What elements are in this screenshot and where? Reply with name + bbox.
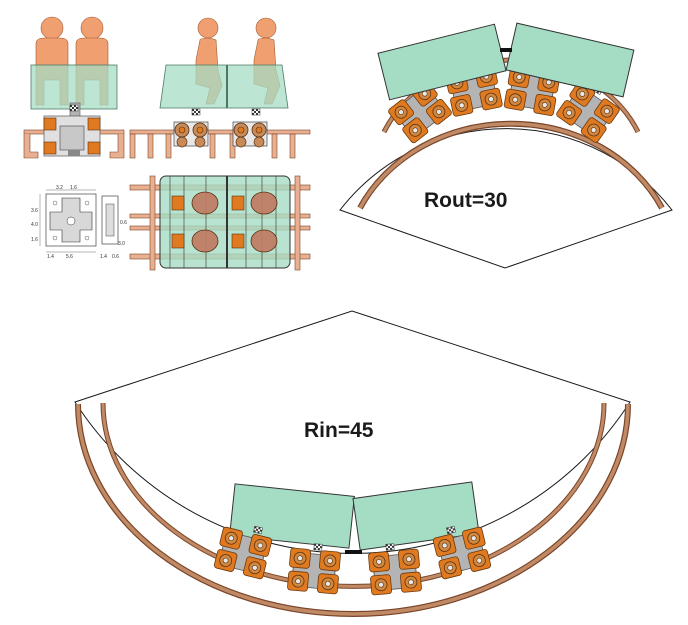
dim-top-a: 3.2	[56, 185, 63, 191]
front-view	[23, 16, 125, 159]
dim-right-b: 3.0	[118, 241, 125, 247]
car-body-rout-left	[377, 23, 507, 101]
car-body-side	[159, 64, 289, 109]
label-rin: Rin=45	[304, 419, 374, 442]
dim-bottom-d: 0.6	[112, 254, 119, 260]
sector-outline-rin	[74, 310, 631, 554]
car-body-front	[30, 64, 118, 110]
bogie-rin-2	[286, 547, 342, 595]
curve-rout: Rout=30	[339, 22, 673, 269]
dim-left-a: 3.6	[31, 208, 38, 214]
dim-bottom-b: 5.6	[66, 254, 73, 260]
dim-left-b: 4.0	[31, 222, 38, 228]
dim-bottom-a: 1.4	[47, 254, 54, 260]
dim-top-b: 1.6	[70, 185, 77, 191]
dim-left-c: 1.6	[31, 237, 38, 243]
bogie-rin-3	[367, 548, 423, 596]
label-rout: Rout=30	[424, 189, 507, 212]
curve-rin: Rin=45	[74, 310, 631, 617]
dimension-drawing: 3.2 1.6 3.6 4.0 1.6 0.6 3.0 1.4 5.6 1.4 …	[31, 185, 127, 260]
dim-right-a: 0.6	[120, 220, 127, 226]
car-body-rout-right	[505, 22, 635, 98]
side-view	[129, 17, 311, 159]
dim-bottom-c: 1.4	[100, 254, 107, 260]
plan-view	[129, 175, 311, 271]
